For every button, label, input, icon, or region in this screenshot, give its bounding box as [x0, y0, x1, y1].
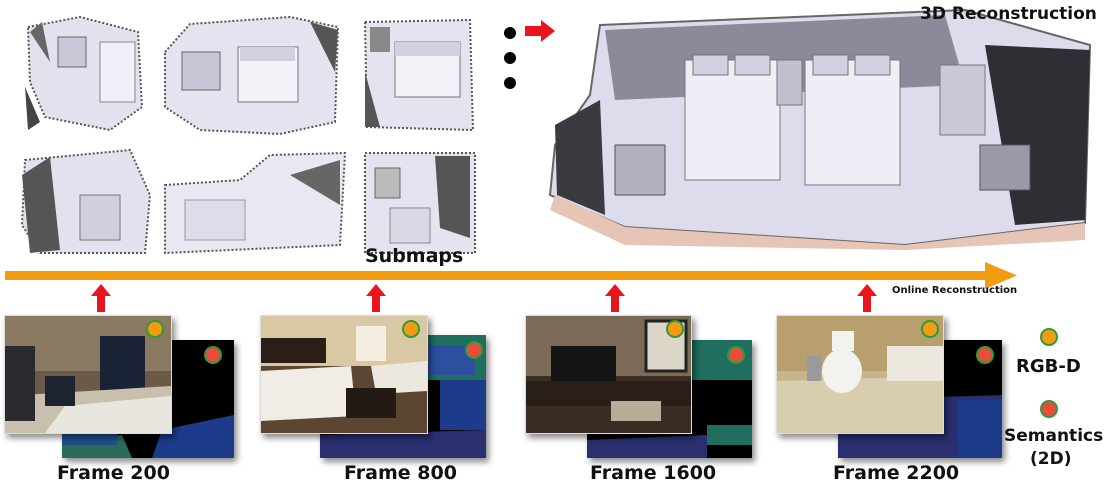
rgbd-image [776, 315, 944, 434]
submaps-label: Submaps [365, 245, 464, 267]
rgbd-image [4, 315, 172, 434]
semantics-indicator [465, 341, 483, 359]
submap-3 [363, 18, 475, 132]
reconstruction-title: 3D Reconstruction [920, 4, 1097, 24]
submap-1 [25, 15, 144, 132]
up-arrow-icon [366, 284, 386, 312]
rgbd-indicator [402, 320, 420, 338]
rgbd-image [525, 315, 692, 434]
rgbd-image [260, 315, 428, 434]
semantics-indicator [204, 346, 222, 364]
semantics-legend-label: Semantics [1004, 426, 1104, 446]
rgbd-indicator [921, 320, 939, 338]
up-arrow-icon [91, 284, 111, 312]
frame-label: Frame 800 [344, 462, 457, 484]
submap-6 [364, 152, 476, 254]
semantics-indicator [976, 346, 994, 364]
submap-4 [20, 148, 152, 254]
up-arrow-icon [605, 284, 625, 312]
ellipsis-dots [504, 27, 516, 89]
right-arrow-icon [525, 20, 555, 42]
semantics-legend-sublabel: (2D) [1030, 449, 1072, 469]
frame-label: Frame 1600 [590, 462, 717, 484]
frame-label: Frame 2200 [833, 462, 960, 484]
submap-2 [164, 15, 340, 136]
rgbd-indicator [666, 320, 684, 338]
semantics-legend-dot [1040, 400, 1058, 418]
rgbd-legend-dot [1040, 328, 1058, 346]
frame-label: Frame 200 [57, 462, 170, 484]
reconstruction-mesh [548, 8, 1092, 250]
timeline-arrow [5, 262, 1017, 289]
rgbd-indicator [146, 320, 164, 338]
semantics-indicator [727, 346, 745, 364]
rgbd-legend-label: RGB-D [1016, 356, 1081, 377]
up-arrow-icon [857, 284, 877, 312]
online-reconstruction-label: Online Reconstruction [892, 285, 1018, 296]
submap-5 [164, 151, 347, 255]
